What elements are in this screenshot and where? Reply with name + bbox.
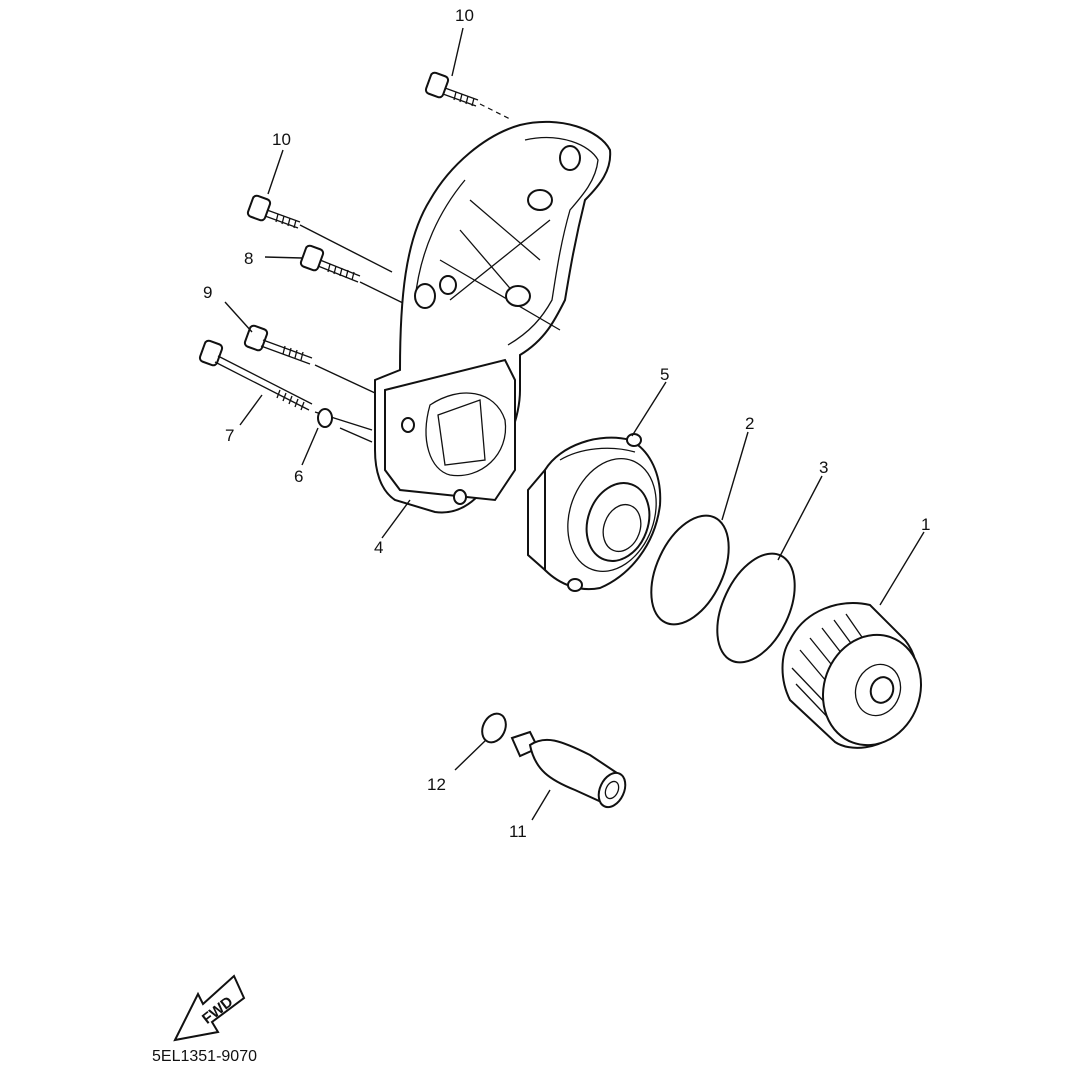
o-ring-2[interactable] [636, 503, 745, 636]
label-10-top: 10 [455, 6, 474, 25]
label-9: 9 [203, 283, 212, 302]
leader-line [339, 427, 373, 443]
bolt-9[interactable] [243, 324, 313, 365]
label-2: 2 [745, 414, 754, 433]
label-3: 3 [819, 458, 828, 477]
rotor-housing-5[interactable] [527, 433, 671, 592]
fwd-arrow-icon: FWD [173, 974, 246, 1042]
leader-line [359, 281, 406, 305]
label-12: 12 [427, 775, 446, 794]
oil-filter-1[interactable] [781, 602, 937, 759]
relief-valve-11[interactable] [510, 730, 630, 811]
cover-4[interactable] [374, 120, 612, 514]
bolt-7[interactable] [198, 339, 313, 411]
bolt-10-top[interactable] [424, 71, 479, 107]
o-ring-12[interactable] [478, 710, 511, 746]
label-6: 6 [294, 467, 303, 486]
label-5: 5 [660, 365, 669, 384]
label-7: 7 [225, 426, 234, 445]
label-8: 8 [244, 249, 253, 268]
label-4: 4 [374, 538, 383, 557]
bolt-8[interactable] [299, 244, 361, 283]
label-11: 11 [509, 822, 527, 841]
leader-line [479, 103, 513, 121]
o-ring-6[interactable] [317, 408, 333, 428]
callout-lines [224, 27, 925, 821]
bolt-10-mid[interactable] [246, 194, 301, 229]
label-10-mid: 10 [272, 130, 291, 149]
diagram-code: 5EL1351-9070 [152, 1048, 257, 1065]
label-1: 1 [921, 515, 930, 534]
leader-line [299, 224, 393, 273]
